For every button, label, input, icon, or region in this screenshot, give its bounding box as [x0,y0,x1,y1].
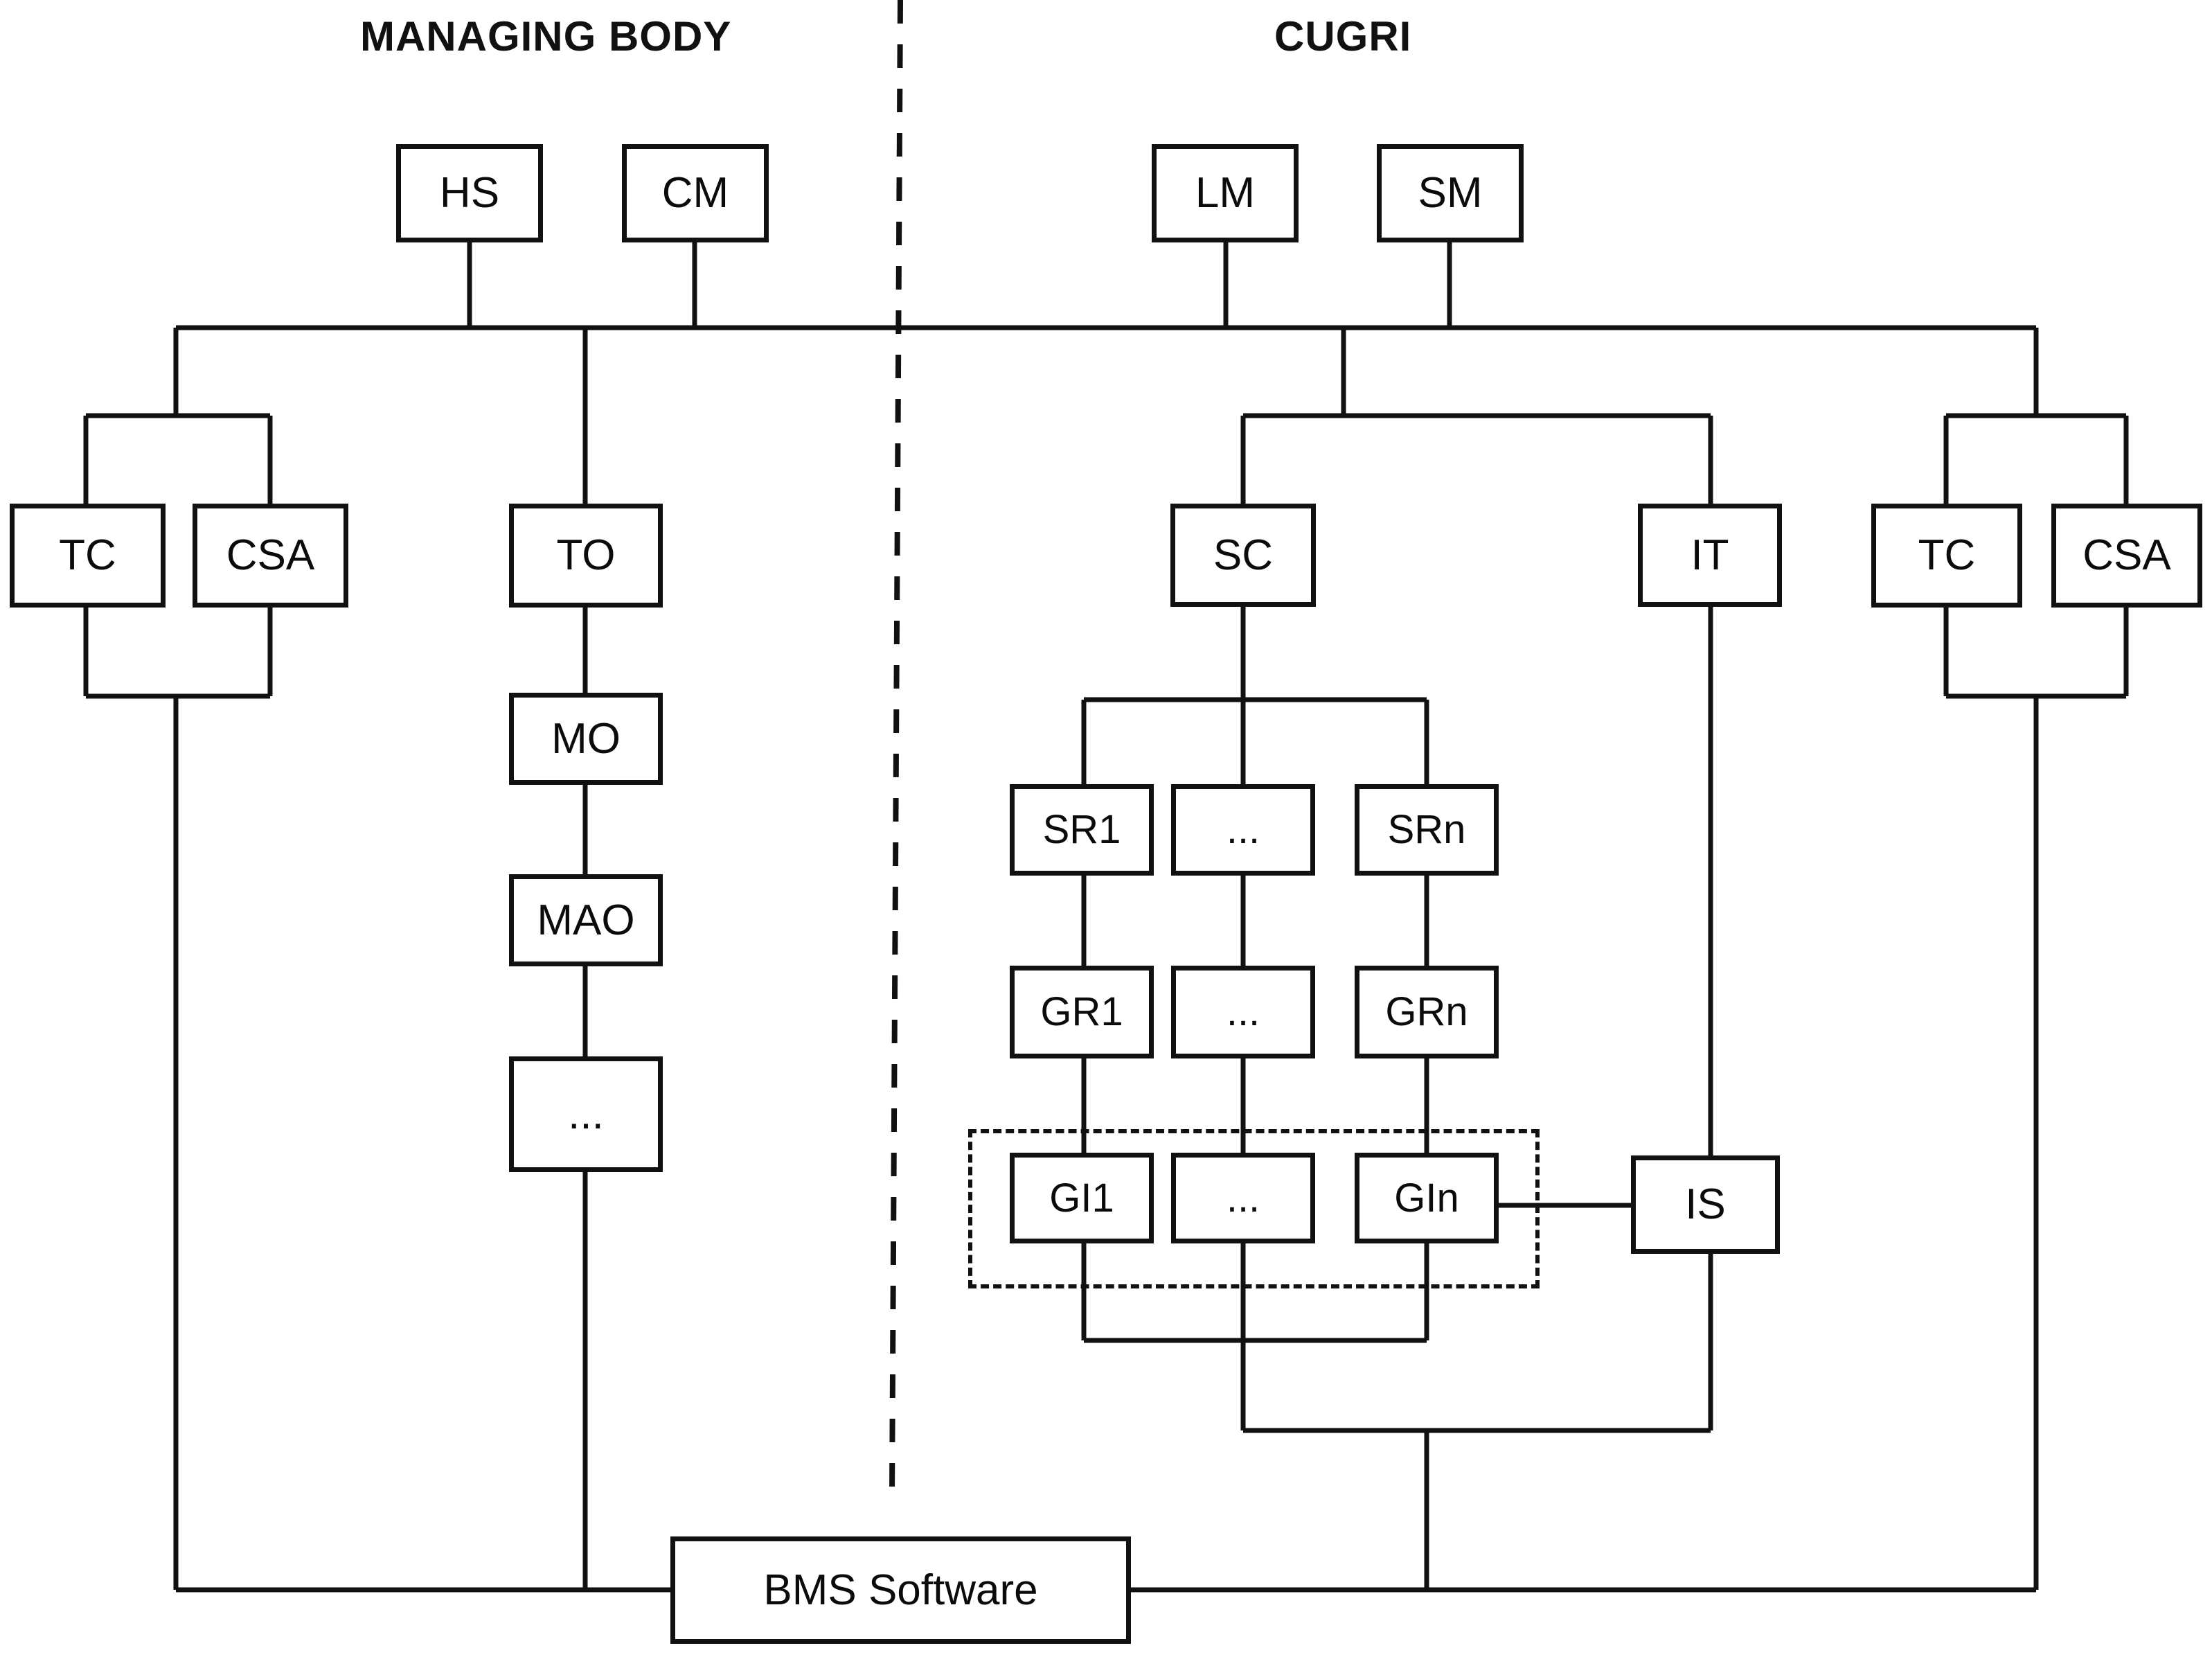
node-ellipsis-left[interactable]: ... [509,1056,663,1172]
node-tc-left-label: TC [59,531,116,579]
dashed-group-gi-row [968,1129,1540,1288]
node-sr1[interactable]: SR1 [1010,784,1154,876]
node-tc-right-label: TC [1918,531,1976,579]
node-grn-label: GRn [1385,989,1468,1034]
node-gin[interactable]: GIn [1355,1153,1499,1243]
node-csa-left-label: CSA [226,531,315,579]
node-ellipsis-left-label: ... [568,1090,604,1138]
node-gr-mid[interactable]: ... [1171,966,1315,1058]
node-gr1[interactable]: GR1 [1010,966,1154,1058]
node-gi-mid-label: ... [1226,1175,1260,1221]
node-lm-label: LM [1195,169,1256,217]
node-gr-mid-label: ... [1226,989,1260,1034]
node-cm-label: CM [661,169,729,217]
node-cm[interactable]: CM [622,144,769,242]
node-gi-mid[interactable]: ... [1171,1153,1315,1243]
section-title-managing-body: MANAGING BODY [360,13,732,60]
node-is[interactable]: IS [1631,1155,1780,1254]
node-csa-right-label: CSA [2082,531,2171,579]
node-sr1-label: SR1 [1042,807,1121,852]
node-gin-label: GIn [1394,1175,1459,1221]
node-lm[interactable]: LM [1152,144,1299,242]
node-srn-label: SRn [1387,807,1466,852]
node-tc-right[interactable]: TC [1871,504,2022,608]
node-hs-label: HS [439,169,500,217]
node-sc-label: SC [1213,531,1274,579]
node-tc-left[interactable]: TC [10,504,166,608]
node-sc[interactable]: SC [1170,504,1316,607]
node-it-label: IT [1691,531,1729,579]
section-divider-dashed [889,0,903,1497]
node-gi1[interactable]: GI1 [1010,1153,1154,1243]
node-mao[interactable]: MAO [509,874,663,966]
node-sm-label: SM [1418,169,1483,217]
node-gi1-label: GI1 [1049,1175,1114,1221]
node-to[interactable]: TO [509,504,663,608]
section-title-cugri: CUGRI [1274,13,1412,60]
node-csa-right[interactable]: CSA [2051,504,2202,608]
node-csa-left[interactable]: CSA [193,504,348,608]
node-mo-label: MO [551,714,621,763]
node-mao-label: MAO [537,896,635,944]
node-grn[interactable]: GRn [1355,966,1499,1058]
node-gr1-label: GR1 [1040,989,1123,1034]
node-hs[interactable]: HS [396,144,543,242]
node-sm[interactable]: SM [1377,144,1524,242]
node-mo[interactable]: MO [509,693,663,785]
node-srn[interactable]: SRn [1355,784,1499,876]
node-sr-mid-label: ... [1226,807,1260,852]
node-bms-software[interactable]: BMS Software [670,1536,1131,1644]
node-sr-mid[interactable]: ... [1171,784,1315,876]
node-bms-software-label: BMS Software [763,1566,1038,1614]
node-to-label: TO [556,531,616,579]
node-it[interactable]: IT [1638,504,1782,607]
node-is-label: IS [1685,1180,1726,1228]
